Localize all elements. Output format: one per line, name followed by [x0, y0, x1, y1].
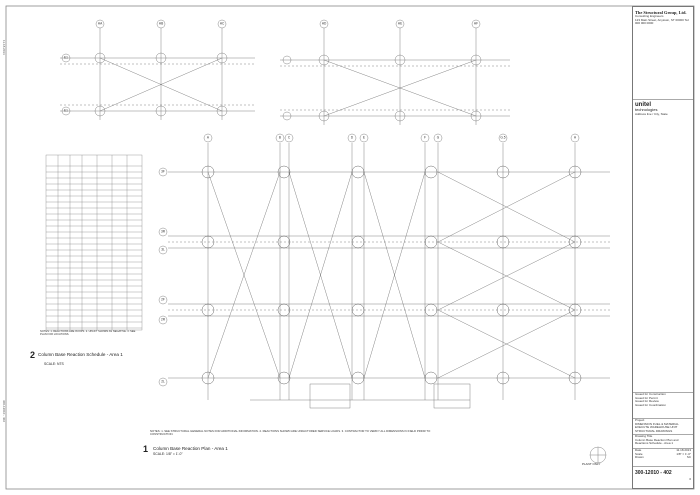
grid-bubble-hc: HC: [219, 21, 225, 26]
date-value: 11.18.2013: [676, 448, 691, 452]
firm-sub: Consulting Engineers: [635, 14, 664, 18]
grid-bubble-d: D: [350, 135, 354, 140]
margin-tag-top: 11.18.2013: [2, 40, 6, 55]
row-bubble-3l: 3L: [161, 247, 165, 252]
drawn-label: Drawn: [635, 455, 644, 460]
plan-scale: SCALE: 1/8" = 1'-0": [153, 452, 183, 456]
row-bubble-2f: 2F: [161, 297, 165, 302]
grid-bubble-b: B: [278, 135, 282, 140]
project-name: DIMENSION FUEL & MATERIAL EXECUTE WAREHO…: [635, 421, 679, 433]
client-logo: unitel: [635, 102, 651, 108]
revision-item: Issued for Permit: [635, 395, 658, 400]
client-sub: technologies: [635, 107, 658, 112]
grid-bubble-hd: HD: [321, 21, 327, 26]
drawing-title: Column Base Reaction Plan and Reactions …: [635, 437, 679, 446]
grid-bubble-he: HE: [397, 21, 403, 26]
plan-title: Column Base Reaction Plan - Area 1: [153, 446, 228, 451]
drawn-value: SC: [686, 455, 691, 460]
row-bubble-2l: 2L: [161, 379, 165, 384]
grid-bubble-g: G: [436, 135, 440, 140]
key-plan: [589, 446, 607, 464]
plan-notes: NOTES: 1. SEE STRUCTURAL GENERAL NOTES F…: [150, 429, 431, 437]
project-label: Project: [635, 418, 645, 422]
revision-number: 0: [689, 477, 691, 481]
drawing-title-block: Drawing Title Column Base Reaction Plan …: [633, 434, 693, 448]
drawing-number: 300-12010 - 402: [635, 470, 672, 476]
date-label: Date: [635, 448, 642, 452]
main-column-plan: [158, 133, 610, 409]
drawing-title-label: Drawing Title: [635, 434, 653, 438]
revision-item: Issued for Construction: [635, 392, 666, 396]
row-bubble-e1-bottom: E1: [64, 108, 68, 113]
grid-bubble-f: F: [424, 135, 426, 140]
row-bubble-2r: 2R: [160, 317, 166, 322]
client-address: Address line / City, State: [635, 111, 668, 116]
schedule-notes: NOTES: 1. REACTIONS ARE IN KIPS. 2. UPLI…: [40, 330, 136, 337]
row-bubble-e1-top: E1: [64, 55, 68, 60]
firm-address: 123 Main Street, Anytown, ST 00000 Tel: …: [635, 17, 690, 26]
grid-bubble-hb: HB: [158, 21, 164, 26]
title-block: The Structural Group, Ltd. Consulting En…: [632, 6, 694, 489]
row-bubble-3f: 3F: [161, 169, 165, 174]
grid-bubble-g.5: G.5: [500, 135, 506, 140]
top-right-frame-plan: [280, 19, 510, 125]
grid-bubble-e: E: [362, 135, 366, 140]
info-block: Date 11.18.2013 Scale 1/8" = 1'-0" Drawn SC: [633, 448, 693, 466]
margin-tag-bottom: 300-12010 - 402: [2, 400, 6, 423]
grid-bubble-ha: HA: [97, 21, 103, 26]
schedule-scale: SCALE: NTS: [44, 362, 64, 366]
scale-value: 1/8" = 1'-0": [676, 451, 691, 456]
client-block: unitel technologies Address line / City,…: [633, 99, 693, 149]
grid-bubble-hf: HF: [473, 21, 479, 26]
project-block: Project DIMENSION FUEL & MATERIAL EXECUT…: [633, 418, 693, 434]
revision-item: Issued for Coordination: [635, 402, 667, 407]
grid-bubble-c: C: [287, 135, 291, 140]
keyplan-label: PLANT ONLY: [582, 462, 601, 466]
reaction-schedule-table: [45, 154, 143, 331]
plan-number: 1: [143, 444, 149, 454]
row-bubble-3r: 3R: [160, 229, 166, 234]
schedule-number: 2: [30, 350, 36, 360]
schedule-title: Column Base Reaction Schedule - Area 1: [38, 352, 123, 357]
firm-name: The Structural Group, Ltd.: [635, 10, 687, 15]
drawing-number-block: 300-12010 - 402 0: [633, 466, 693, 489]
revision-item: Issued for Review: [635, 399, 659, 404]
grid-bubble-h: H: [573, 135, 577, 140]
scale-label: Scale: [635, 451, 643, 456]
grid-bubble-a: A: [206, 135, 210, 140]
top-left-frame-plan: [60, 19, 255, 120]
